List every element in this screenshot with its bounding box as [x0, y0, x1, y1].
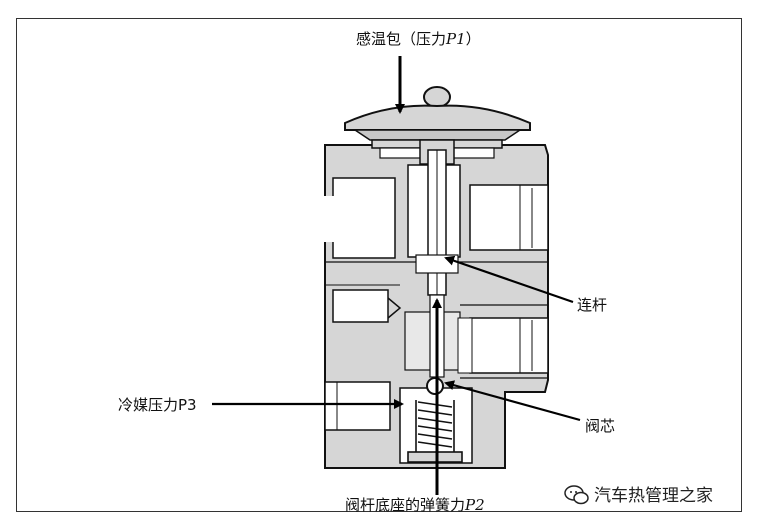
wechat-icon: [564, 485, 589, 505]
label-spring-force: 阀杆底座的弹簧力P2: [345, 496, 485, 514]
label-refrigerant-pressure: 冷媒压力P3: [118, 396, 197, 414]
spring: [407, 400, 463, 463]
label-connecting-rod: 连杆: [577, 296, 608, 314]
valve-ball: [426, 377, 444, 395]
label-valve-core: 阀芯: [585, 417, 616, 435]
watermark-text: 汽车热管理之家: [594, 486, 713, 506]
watermark: 汽车热管理之家: [564, 481, 713, 506]
label-sensing-bulb: 感温包（压力P1）: [356, 30, 481, 48]
valve-core-pointer-arrow: [444, 380, 581, 422]
rod-pointer-arrow: [444, 255, 574, 304]
